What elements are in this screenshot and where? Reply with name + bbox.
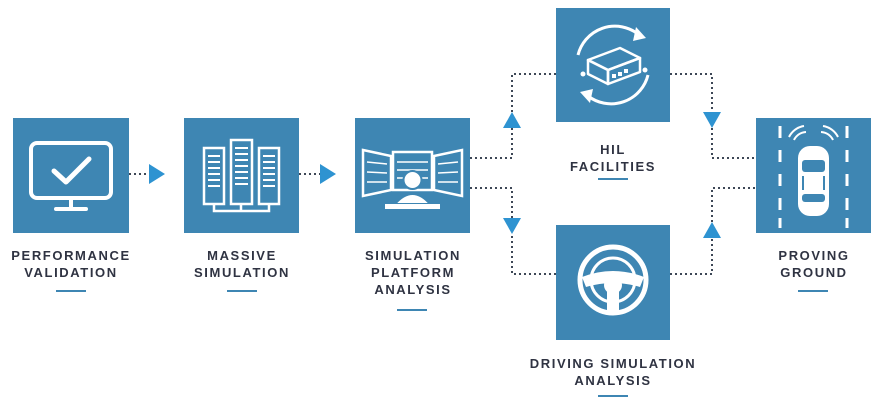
hardware-loop-icon	[576, 24, 650, 106]
node-performance-validation	[13, 118, 129, 233]
underline-simulation-platform-analysis	[397, 309, 427, 311]
connector-driving-branch	[511, 236, 556, 275]
label-proving-ground: PROVING GROUND	[778, 248, 850, 280]
label-massive-simulation: MASSIVE SIMULATION	[194, 248, 290, 280]
arrow-up-icon	[703, 222, 721, 238]
label-driving-simulation-analysis: DRIVING SIMULATION ANALYSIS	[529, 356, 697, 388]
connector-hil-to-ground	[670, 73, 713, 112]
underline-hil-facilities	[598, 178, 628, 180]
label-hil-facilities: HIL FACILITIES	[569, 142, 657, 174]
node-proving-ground	[756, 118, 871, 233]
label-performance-validation: PERFORMANCE VALIDATION	[11, 248, 131, 280]
arrow-up-icon	[503, 112, 521, 128]
underline-proving-ground	[798, 290, 828, 292]
connector-hil-branch-top	[511, 73, 556, 112]
connector-driving-to-ground	[670, 238, 713, 275]
simulator-operator-icon	[361, 148, 464, 209]
node-hil-facilities	[556, 8, 670, 122]
node-massive-simulation	[184, 118, 299, 233]
connector-hil-to-ground-b	[711, 128, 756, 159]
underline-driving-simulation-analysis	[598, 395, 628, 397]
node-driving-simulation-analysis	[556, 225, 670, 340]
arrow-down-icon	[503, 218, 521, 234]
underline-performance-validation	[56, 290, 86, 292]
arrow-right-icon	[320, 164, 336, 184]
connector-platform-to-driving	[470, 187, 513, 218]
node-simulation-platform-analysis	[355, 118, 470, 233]
arrow-right-icon	[149, 164, 165, 184]
connector-platform-to-hil	[470, 128, 513, 159]
label-simulation-platform-analysis: SIMULATION PLATFORM ANALYSIS	[365, 248, 461, 297]
steering-wheel-icon	[577, 244, 649, 316]
monitor-check-icon	[29, 141, 113, 211]
arrow-down-icon	[703, 112, 721, 128]
connector-driving-to-ground-b	[711, 187, 756, 222]
server-rack-icon	[202, 138, 281, 213]
underline-massive-simulation	[227, 290, 257, 292]
car-sensor-road-icon	[778, 125, 849, 228]
